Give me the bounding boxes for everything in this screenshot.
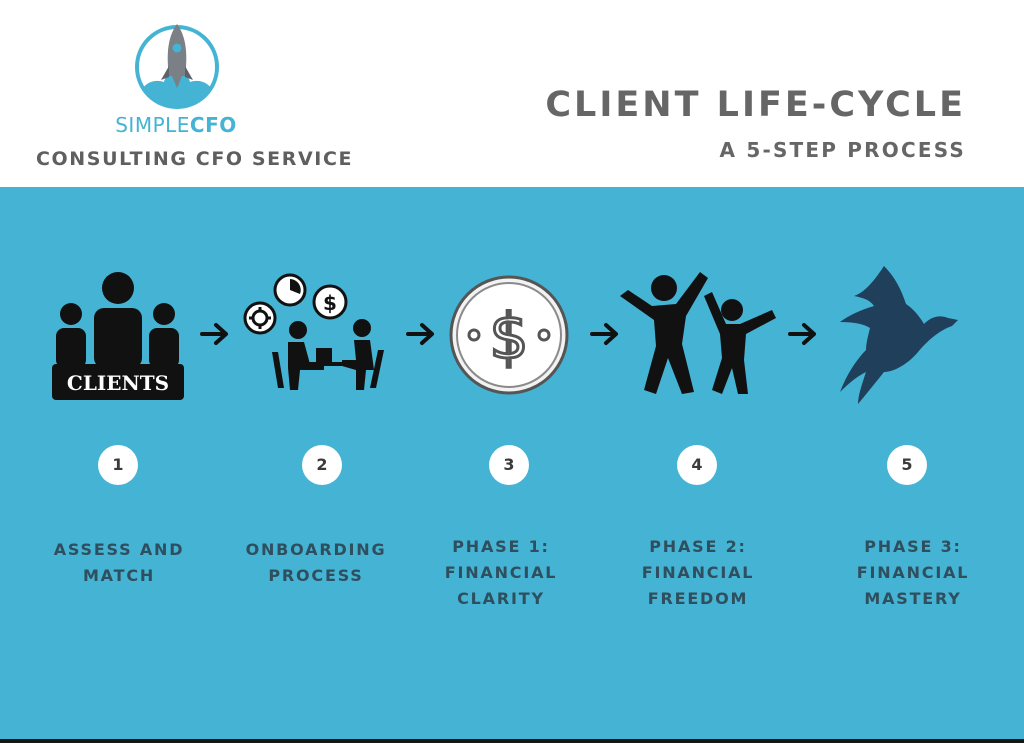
arrow-right-icon [590,323,618,345]
step-label-line: PHASE 3: [864,537,962,556]
step-label-line: FREEDOM [647,589,749,608]
step-label-line: PROCESS [268,566,364,585]
step-label-line: ONBOARDING [245,540,387,559]
step-label-line: CLARITY [457,589,545,608]
step-label: PHASE 3: FINANCIAL MASTERY [833,534,993,612]
svg-text:$: $ [323,291,337,315]
header: SIMPLECFO CONSULTING CFO SERVICE CLIENT … [0,0,1024,187]
clients-group-icon: CLIENTS [52,272,184,400]
step-label-line: PHASE 1: [452,537,550,556]
page-subtitle: A 5-STEP PROCESS [719,138,966,162]
brand-name-light: SIMPLE [115,113,190,137]
celebrating-people-icon [620,272,776,394]
brand-logo-text: SIMPLECFO [96,113,256,137]
step-label-line: FINANCIAL [444,563,558,582]
arrow-right-icon [406,323,434,345]
dollar-coin-icon: $ [449,275,569,395]
step-number-badge: 5 [887,445,927,485]
page-title: CLIENT LIFE-CYCLE [545,85,966,125]
svg-text:$: $ [489,300,528,373]
step-label-line: FINANCIAL [856,563,970,582]
step-label: PHASE 1: FINANCIAL CLARITY [421,534,581,612]
step-number-badge: 2 [302,445,342,485]
step-label-line: FINANCIAL [641,563,755,582]
rocket-logo-icon [135,24,219,109]
dove-icon [840,266,958,404]
step-number-badge: 1 [98,445,138,485]
step-label-line: MASTERY [864,589,962,608]
clients-icon-label: CLIENTS [67,371,169,395]
step-label: ASSESS AND MATCH [39,537,199,589]
arrow-right-icon [788,323,816,345]
step-number-badge: 4 [677,445,717,485]
step-number-badge: 3 [489,445,529,485]
brand-name-bold: CFO [189,113,237,137]
step-label-line: MATCH [82,566,156,585]
step-label-line: ASSESS AND [53,540,185,559]
tagline: CONSULTING CFO SERVICE [36,148,354,170]
bottom-divider [0,739,1024,743]
step-label-line: PHASE 2: [649,537,747,556]
step-label: PHASE 2: FINANCIAL FREEDOM [618,534,778,612]
step-label: ONBOARDING PROCESS [236,537,396,589]
meeting-icon: $ [243,273,384,390]
arrow-right-icon [200,323,228,345]
